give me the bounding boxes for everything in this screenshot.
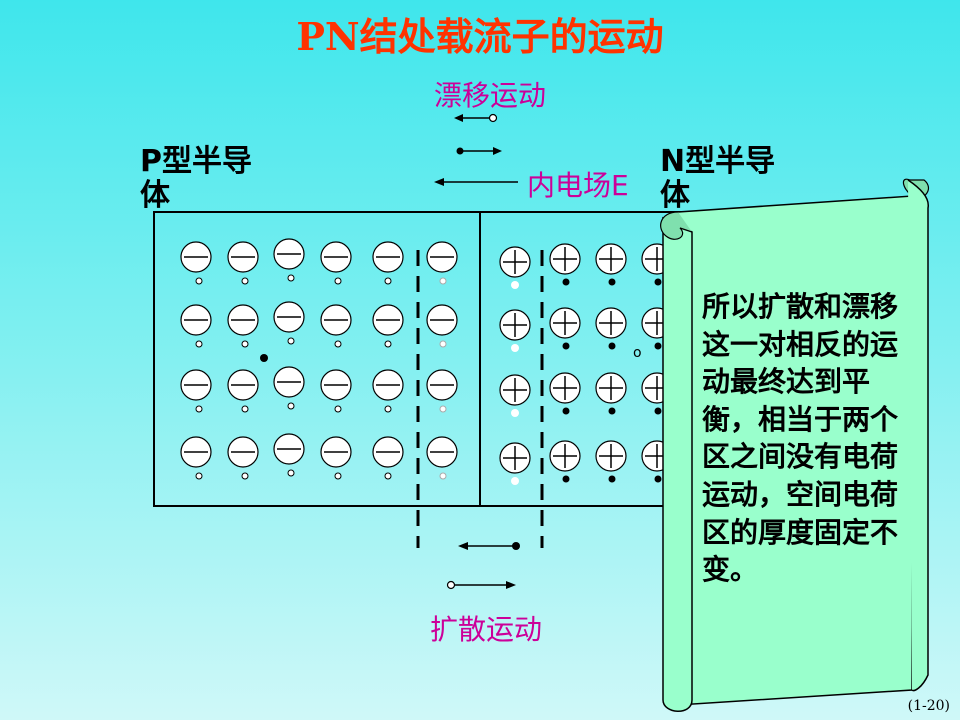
stray-hole-mark: o <box>633 345 642 361</box>
negative-ion <box>273 366 305 410</box>
negative-ion <box>372 241 404 285</box>
positive-ion <box>499 246 531 289</box>
negative-ion <box>273 301 305 345</box>
n-region-positive-ions: o <box>499 243 673 485</box>
electron-drift-arrow <box>456 147 502 155</box>
negative-ion <box>426 369 458 413</box>
negative-ion <box>180 241 212 285</box>
negative-ion <box>426 304 458 348</box>
internal-field-arrow <box>434 178 518 186</box>
positive-ion <box>595 307 627 350</box>
positive-ion <box>595 440 627 483</box>
scroll-callout <box>660 178 930 712</box>
hole-diffusion-arrow <box>446 580 516 590</box>
free-electron-dot <box>260 354 268 362</box>
negative-ion <box>227 241 259 285</box>
negative-ion <box>320 369 352 413</box>
negative-ion <box>180 436 212 480</box>
positive-ion <box>499 442 531 485</box>
negative-ion <box>320 304 352 348</box>
negative-ion <box>320 436 352 480</box>
negative-ion <box>180 369 212 413</box>
negative-ion <box>372 369 404 413</box>
page-number: (1-20) <box>907 698 950 714</box>
negative-ion <box>227 369 259 413</box>
p-region-negative-ions <box>180 238 458 480</box>
n-type-label: N型半导体 <box>660 144 776 213</box>
positive-ion <box>549 243 581 286</box>
scroll-callout-text: 所以扩散和漂移这一对相反的运动最终达到平衡，相当于两个区之间没有电荷运动，空间电… <box>702 290 899 587</box>
negative-ion <box>426 241 458 285</box>
diffusion-motion-label: 扩散运动 <box>430 613 543 646</box>
positive-ion <box>595 372 627 415</box>
negative-ion <box>227 304 259 348</box>
positive-ion <box>549 307 581 350</box>
negative-ion <box>273 433 305 477</box>
positive-ion <box>595 243 627 286</box>
positive-ion <box>499 374 531 417</box>
positive-ion <box>499 309 531 352</box>
negative-ion <box>180 304 212 348</box>
hole-drift-arrow <box>454 113 498 123</box>
negative-ion <box>372 304 404 348</box>
electron-diffusion-arrow <box>458 542 520 550</box>
slide-title: PN结处载流子的运动 <box>296 14 664 59</box>
negative-ion <box>320 241 352 285</box>
positive-ion <box>549 372 581 415</box>
negative-ion <box>273 238 305 282</box>
positive-ion <box>549 440 581 483</box>
negative-ion <box>426 436 458 480</box>
negative-ion <box>372 436 404 480</box>
negative-ion <box>227 436 259 480</box>
drift-motion-label: 漂移运动 <box>434 79 547 112</box>
p-type-label: P型半导体 <box>140 144 252 213</box>
internal-field-label: 内电场E <box>527 169 629 202</box>
